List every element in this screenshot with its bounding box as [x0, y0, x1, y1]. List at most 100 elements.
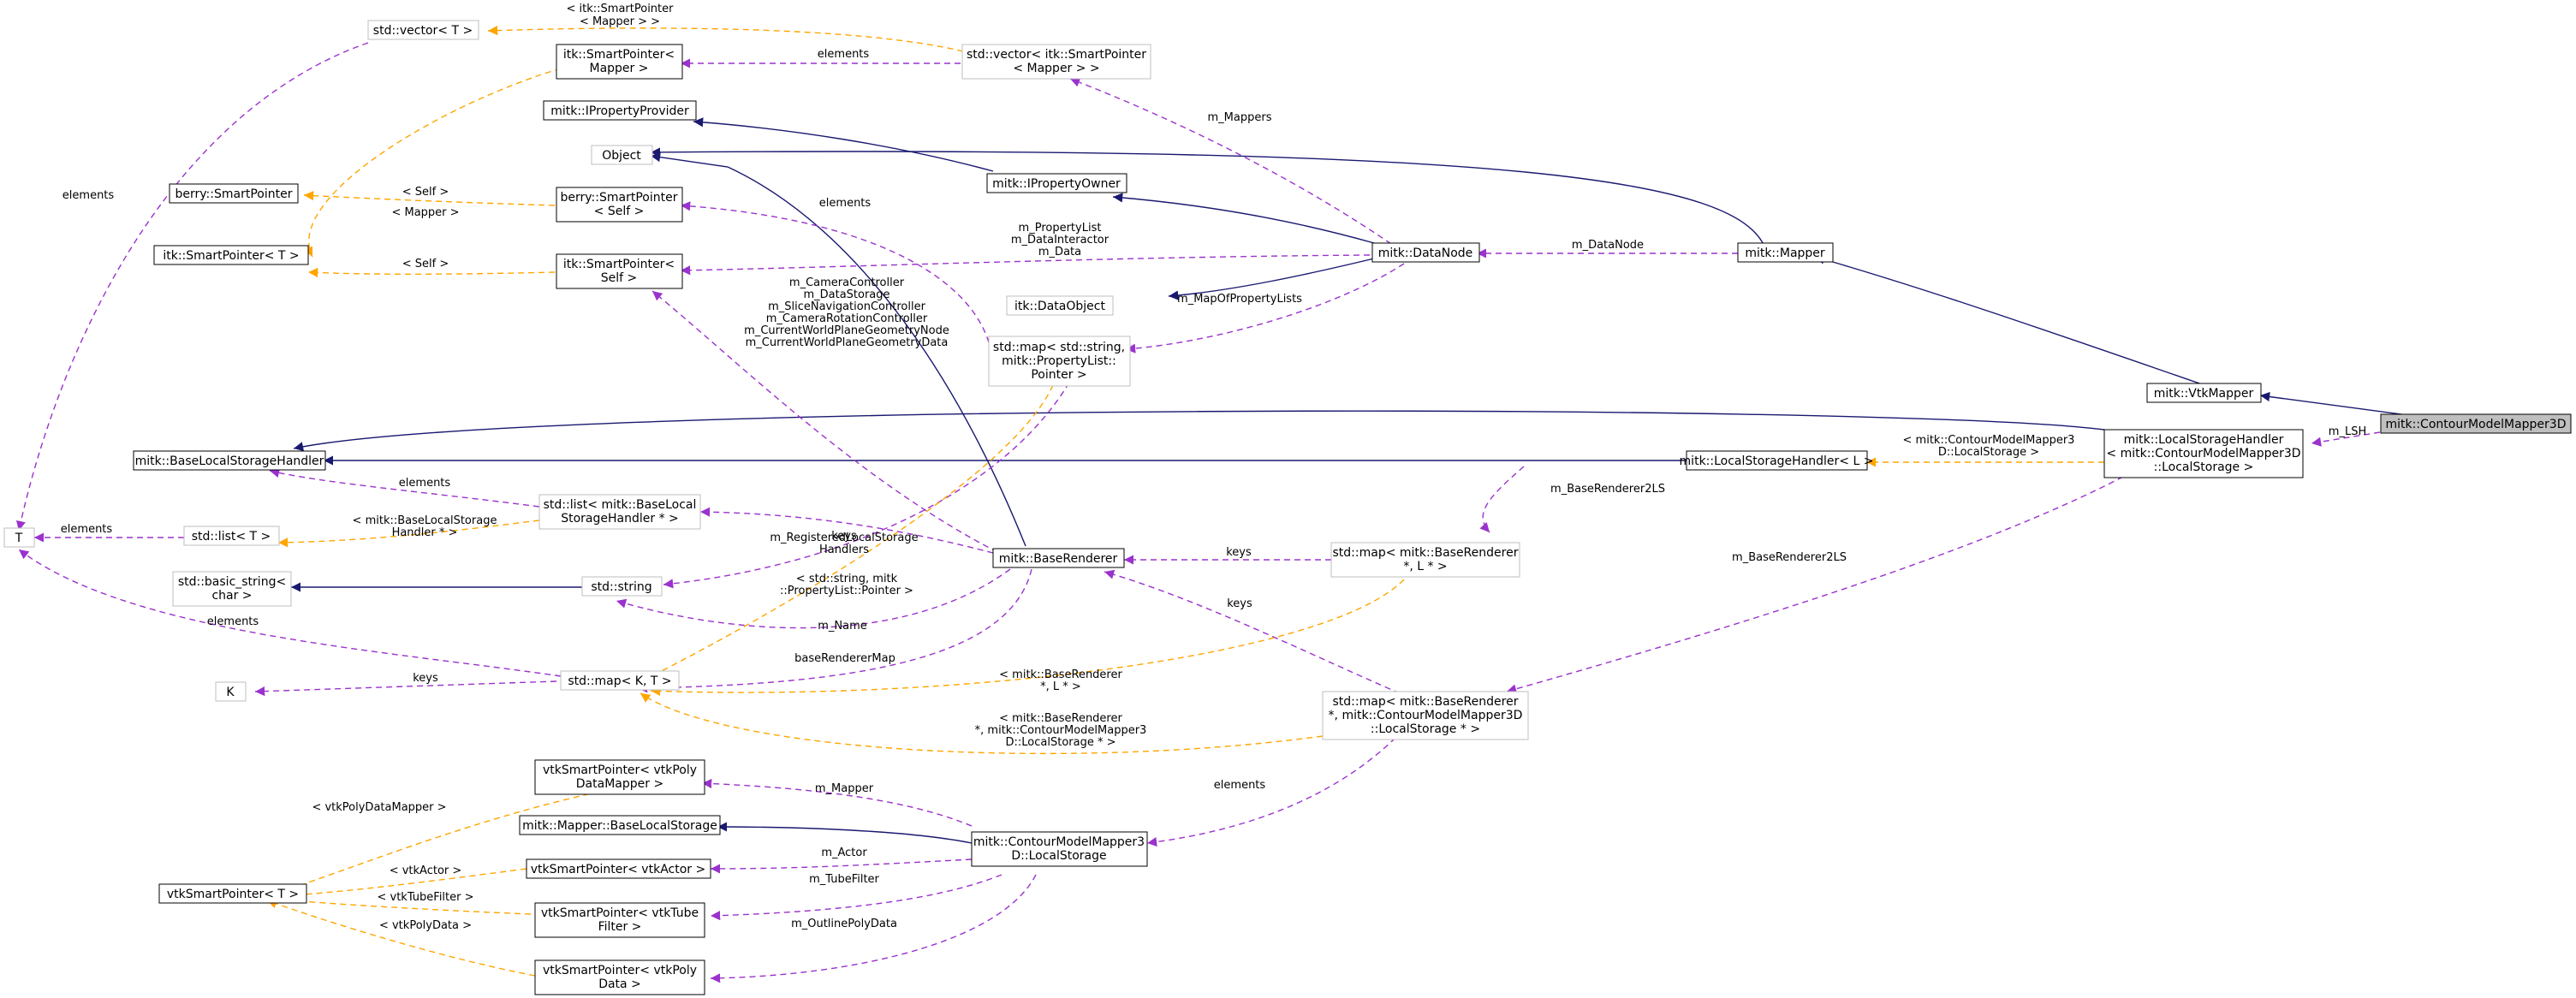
node-std-list-t[interactable]: std::list< T >: [183, 526, 280, 546]
node-data-node[interactable]: mitk::DataNode: [1371, 242, 1480, 263]
label-m-mappers: m_Mappers: [1208, 111, 1272, 124]
label-keys-string: keys: [831, 530, 857, 543]
edge-tmpl-self-berry: [303, 190, 556, 206]
edge-datanode-members: [680, 254, 1371, 276]
edge-renderer-members: [651, 290, 998, 553]
label-self-itk: < Self >: [402, 258, 449, 270]
label-m-tube-filter: m_TubeFilter: [809, 873, 879, 886]
label-base-renderer-map: baseRendererMap: [794, 652, 895, 665]
node-std-basic-string[interactable]: std::basic_string<char >: [172, 571, 292, 607]
label-elements-t-list: elements: [61, 523, 113, 536]
label-m-datanode: m_DataNode: [1572, 239, 1644, 252]
node-base-local-storage-handler[interactable]: mitk::BaseLocalStorageHandler: [133, 450, 326, 471]
node-base-renderer[interactable]: mitk::BaseRenderer: [992, 548, 1125, 568]
svg-text:std::string: std::string: [591, 580, 651, 594]
svg-text:itk::DataObject: itk::DataObject: [1014, 300, 1105, 313]
label-elements-local: elements: [1214, 779, 1266, 792]
svg-text:std::vector< T >: std::vector< T >: [373, 24, 473, 38]
edge-mapper-to-vtkmapper: [1814, 254, 2205, 386]
label-m-outline-poly-data: m_OutlinePolyData: [791, 918, 897, 930]
svg-text:mitk::BaseRenderer: mitk::BaseRenderer: [999, 552, 1118, 566]
svg-text:vtkSmartPointer< vtkPolyDataMa: vtkSmartPointer< vtkPolyDataMapper >: [543, 763, 697, 791]
svg-text:itk::SmartPointer<Mapper >: itk::SmartPointer<Mapper >: [563, 48, 675, 75]
svg-text:vtkSmartPointer< vtkTubeFilter: vtkSmartPointer< vtkTubeFilter >: [541, 906, 699, 934]
svg-text:vtkSmartPointer< vtkActor >: vtkSmartPointer< vtkActor >: [531, 863, 705, 876]
node-std-map-base-renderer-contour[interactable]: std::map< mitk::BaseRenderer*, mitk::Con…: [1322, 691, 1529, 740]
label-vtk-tube-filter-tmpl: < vtkTubeFilter >: [377, 891, 473, 904]
node-object[interactable]: Object: [591, 145, 653, 165]
edge-tmpl-mapper: [304, 68, 562, 258]
edge-keys-k: [254, 680, 557, 697]
label-m-actor: m_Actor: [821, 847, 867, 859]
node-contour-model-mapper-3d[interactable]: mitk::ContourModelMapper3D: [2380, 413, 2572, 434]
edge-elements-t-map: [18, 549, 562, 677]
label-keys-renderer: keys: [1226, 546, 1252, 559]
svg-text:std::vector< itk::SmartPointer: std::vector< itk::SmartPointer< Mapper >…: [967, 48, 1146, 75]
edge-tmpl-base-renderer-l: [650, 579, 1405, 697]
edge-object-to-mapper: [650, 147, 1766, 249]
svg-text:itk::SmartPointer<Self >: itk::SmartPointer<Self >: [563, 258, 675, 285]
svg-text:T: T: [15, 532, 23, 545]
node-std-vector-t[interactable]: std::vector< T >: [367, 20, 479, 40]
edge-m-name: [616, 568, 1011, 629]
node-mapper-base-local-storage[interactable]: mitk::Mapper::BaseLocalStorage: [519, 815, 721, 835]
node-berry-smart-pointer[interactable]: berry::SmartPointer: [169, 183, 299, 204]
node-data-object[interactable]: itk::DataObject: [1006, 295, 1114, 316]
svg-text:mitk::BaseLocalStorageHandler: mitk::BaseLocalStorageHandler: [135, 454, 324, 468]
edge-m-map-property-lists: [1125, 263, 1405, 353]
node-local-storage-handler-l[interactable]: mitk::LocalStorageHandler< L >: [1680, 450, 1874, 471]
label-m-base-renderer-2ls-2: m_BaseRenderer2LS: [1732, 551, 1847, 564]
node-std-vector-smartpointer[interactable]: std::vector< itk::SmartPointer< Mapper >…: [961, 44, 1151, 80]
node-vtk-mapper[interactable]: mitk::VtkMapper: [2146, 383, 2262, 403]
edge-m-actor: [710, 858, 973, 874]
svg-text:mitk::LocalStorageHandler< L >: mitk::LocalStorageHandler< L >: [1680, 454, 1874, 468]
label-base-renderer-l-tmpl: < mitk::BaseRenderer*, L * >: [999, 668, 1122, 693]
label-elements-list: elements: [399, 477, 451, 490]
label-keys-k: keys: [413, 672, 438, 685]
edges: [15, 26, 2466, 983]
node-vtk-smart-pointer-t[interactable]: vtkSmartPointer< T >: [158, 883, 307, 904]
edge-m-registered: [699, 507, 994, 554]
svg-text:std::list< mitk::BaseLocalStor: std::list< mitk::BaseLocalStorageHandler…: [544, 498, 697, 526]
label-elements-t-vector: elements: [62, 189, 115, 202]
label-elements-vector: elements: [818, 48, 870, 61]
svg-text:mitk::ContourModelMapper3D::Lo: mitk::ContourModelMapper3D::LocalStorage: [973, 835, 1145, 863]
node-berry-smart-pointer-self[interactable]: berry::SmartPointer< Self >: [556, 187, 683, 223]
node-std-map-k-t[interactable]: std::map< K, T >: [560, 670, 680, 691]
node-iproperty-owner[interactable]: mitk::IPropertyOwner: [986, 173, 1127, 193]
edge-dataobject-to-datanode: [1168, 258, 1375, 300]
node-mapper[interactable]: mitk::Mapper: [1737, 242, 1834, 263]
node-itk-smart-pointer-t[interactable]: itk::SmartPointer< T >: [153, 245, 309, 265]
edge-elements-list: [269, 468, 540, 508]
node-std-map-property-list[interactable]: std::map< std::string,mitk::PropertyList…: [988, 336, 1131, 387]
edge-m-mappers: [1069, 77, 1392, 245]
node-k[interactable]: K: [215, 681, 247, 702]
edge-m-base-renderer-2ls-2: [1506, 476, 2124, 694]
node-itk-smart-pointer-mapper[interactable]: itk::SmartPointer<Mapper >: [556, 44, 683, 80]
node-std-string[interactable]: std::string: [581, 576, 663, 597]
svg-text:vtkSmartPointer< vtkPolyData >: vtkSmartPointer< vtkPolyData >: [543, 964, 697, 991]
label-elements-t-map: elements: [207, 615, 259, 628]
edge-tmpl-vtk-poly-data: [266, 899, 536, 977]
node-t[interactable]: T: [3, 527, 35, 548]
label-m-mapper: m_Mapper: [815, 782, 874, 795]
node-std-map-base-renderer-l[interactable]: std::map< mitk::BaseRenderer*, L * >: [1330, 542, 1520, 578]
edge-m-base-renderer-2ls-1: [1479, 466, 1525, 533]
node-local-storage-handler-contour[interactable]: mitk::LocalStorageHandler< mitk::Contour…: [2103, 429, 2304, 478]
svg-text:berry::SmartPointer: berry::SmartPointer: [176, 187, 293, 201]
svg-text:std::list< T >: std::list< T >: [192, 530, 271, 544]
svg-text:std::map< K, T >: std::map< K, T >: [568, 674, 671, 688]
svg-text:vtkSmartPointer< T >: vtkSmartPointer< T >: [167, 888, 299, 901]
node-itk-smart-pointer-self[interactable]: itk::SmartPointer<Self >: [556, 253, 683, 289]
label-m-base-renderer-2ls-1: m_BaseRenderer2LS: [1550, 483, 1665, 496]
svg-text:mitk::ContourModelMapper3D: mitk::ContourModelMapper3D: [2386, 418, 2567, 431]
node-iproperty-provider[interactable]: mitk::IPropertyProvider: [543, 100, 697, 121]
node-vtk-smart-pointer-actor[interactable]: vtkSmartPointer< vtkActor >: [526, 858, 711, 879]
